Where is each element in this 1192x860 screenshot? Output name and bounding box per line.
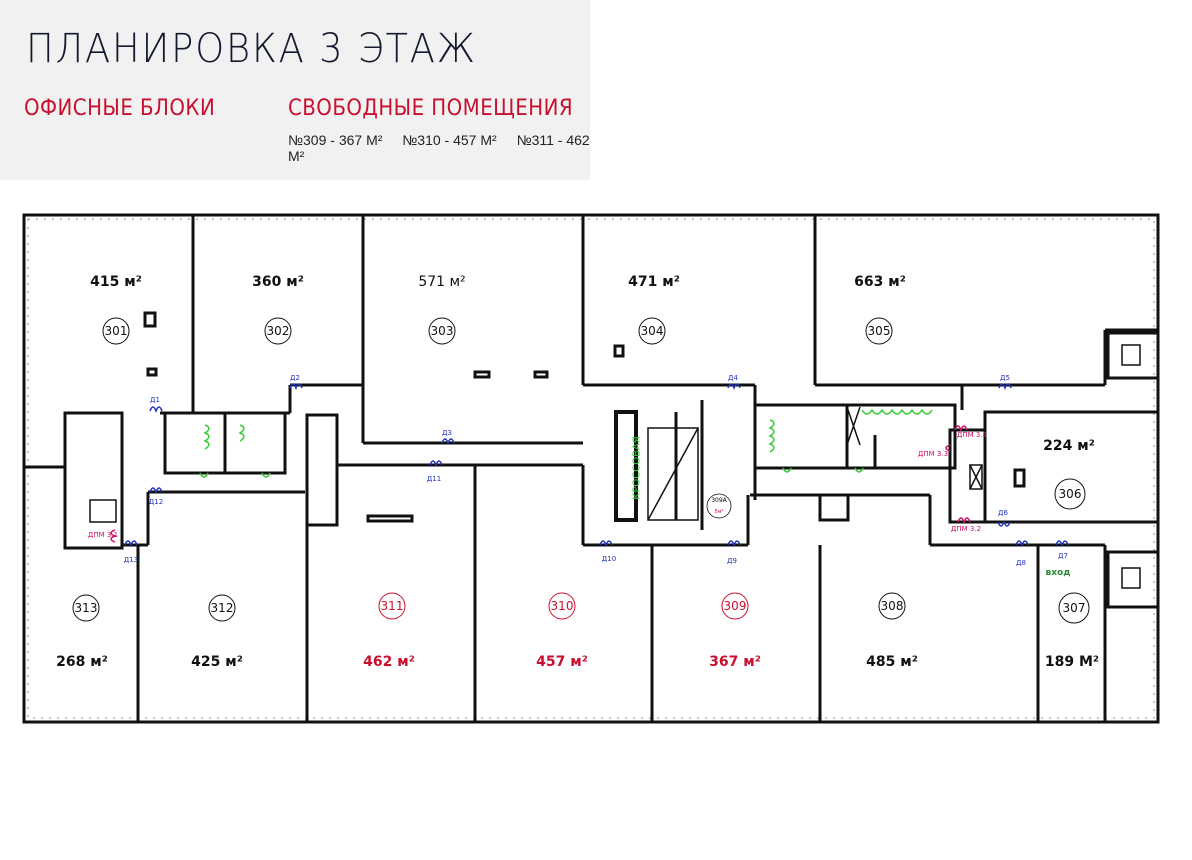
page-title: ПЛАНИРОВКА 3 ЭТАЖ [26,26,477,72]
fire-door-label: ДПМ 3.2 [951,525,981,533]
available-item: №310 - 457 М² [402,132,497,148]
door-label: Д5 [1000,374,1010,382]
door-label: Д8 [1016,559,1026,567]
room-number: 313 [75,601,98,615]
available-list: №309 - 367 М² №310 - 457 М² №311 - 462 М… [288,132,590,164]
room-number: 307 [1063,601,1086,615]
room-305[interactable]: 663 м² 305 [854,274,906,345]
room-number: 308 [881,599,904,613]
room-number: 303 [431,324,454,338]
room-number: 310 [551,599,574,613]
door-label: Д11 [427,475,441,483]
room-306[interactable]: 224 м² 306 [1043,438,1095,510]
door-label: Д3 [442,429,452,437]
room-number: 305 [868,324,891,338]
door-label: Д7 [1058,552,1068,560]
room-area: 425 м² [191,654,243,670]
room-308[interactable]: 308 485 м² [866,592,918,670]
entrance-label: вход [1046,568,1071,578]
cross-room-label: КРОССОВАЯ [632,436,643,500]
room-309a: 309А 5м² [706,493,732,519]
room-area: 571 м² [418,274,465,290]
room-area: 471 м² [628,274,680,290]
room-area: 415 м² [90,274,142,290]
office-blocks-label: ОФИСНЫЕ БЛОКИ [24,96,216,121]
room-313[interactable]: 313 268 м² [56,594,108,670]
door-label: Д1 [150,396,160,404]
room-area: 189 М² [1045,654,1099,670]
available-item: №311 - 462 М² [288,132,590,164]
small-room-number: 309А [711,497,727,504]
room-area: 224 м² [1043,438,1095,454]
available-item: №309 - 367 М² [288,132,383,148]
interior-walls [24,215,1160,722]
fire-door-swings [110,425,971,543]
wc-door-swings [199,408,933,478]
door-label: Д9 [727,557,737,565]
room-area: 485 м² [866,654,918,670]
small-room-area: 5м² [715,509,724,515]
room-309[interactable]: 309 367 м² [709,592,761,670]
door-label: Д6 [998,509,1008,517]
room-area: 367 м² [709,654,761,670]
room-area: 462 м² [363,654,415,670]
room-312[interactable]: 312 425 м² [191,594,243,670]
door-swings [124,383,1069,548]
room-302[interactable]: 360 м² 302 [252,274,304,345]
room-304[interactable]: 471 м² 304 [628,274,680,345]
room-number: 301 [105,324,128,338]
header-panel: ПЛАНИРОВКА 3 ЭТАЖ ОФИСНЫЕ БЛОКИ СВОБОДНЫ… [0,0,590,180]
door-label: Д2 [290,374,300,382]
fire-door-label: ДПМ 3.3 [918,450,948,458]
fire-door-label: ДПМ 3.1 [88,531,118,539]
room-area: 663 м² [854,274,906,290]
room-307[interactable]: 307 189 М² [1045,592,1099,670]
door-label: Д13 [124,556,138,564]
door-label: Д4 [728,374,738,382]
free-premises-label: СВОБОДНЫЕ ПОМЕЩЕНИЯ [288,96,574,121]
fire-door-label: ДПМ 3.4 [957,431,988,439]
door-labels: Д1 Д2 Д3 Д4 Д5 Д6 Д7 Д8 Д9 Д10 Д11 Д12 Д… [88,374,1068,567]
door-label: Д10 [602,555,616,563]
room-number: 309 [724,599,747,613]
room-number: 302 [267,324,290,338]
room-number: 312 [211,601,234,615]
room-311[interactable]: 311 462 м² [363,592,415,670]
room-area: 457 м² [536,654,588,670]
room-number: 304 [641,324,664,338]
room-area: 268 м² [56,654,108,670]
room-301[interactable]: 415 м² 301 [90,274,142,345]
room-number: 311 [381,599,404,613]
door-label: Д12 [149,498,163,506]
room-310[interactable]: 310 457 м² [536,592,588,670]
room-303[interactable]: 571 м² 303 [418,274,466,345]
room-number: 306 [1059,487,1082,501]
room-area: 360 м² [252,274,304,290]
